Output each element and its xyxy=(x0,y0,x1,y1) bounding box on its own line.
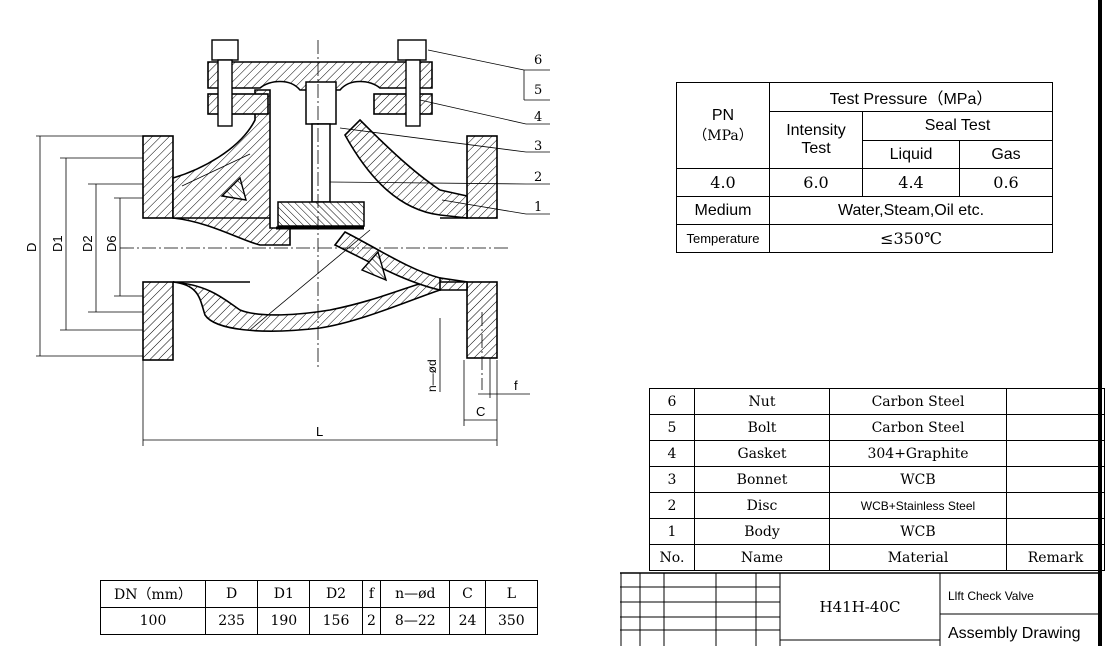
dims-value: 8—22 xyxy=(380,607,451,635)
table-row: 3 Bonnet WCB xyxy=(649,466,1105,493)
disc-assembly xyxy=(276,81,365,230)
intensity-value: 6.0 xyxy=(769,168,863,197)
dims-header: DN（mm） xyxy=(100,580,206,608)
part-name: Bolt xyxy=(694,414,830,441)
header-remark: Remark xyxy=(1006,544,1105,571)
temperature-label: Temperature xyxy=(676,224,770,253)
dim-label-f: f xyxy=(514,378,518,393)
callout-3: 3 xyxy=(534,139,542,154)
part-no: 1 xyxy=(649,518,695,545)
part-remark xyxy=(1006,518,1105,545)
part-material: Carbon Steel xyxy=(829,414,1007,441)
dims-value: 190 xyxy=(257,607,311,635)
parts-list-table: 6 Nut Carbon Steel 5 Bolt Carbon Steel 4… xyxy=(649,388,1105,571)
part-name: Body xyxy=(694,518,830,545)
drawing-border xyxy=(1098,0,1102,646)
pressure-test-table: PN （MPa） Test Pressure（MPa） Intensity Te… xyxy=(676,82,1053,253)
gas-value: 0.6 xyxy=(959,168,1053,197)
part-material: WCB xyxy=(829,466,1007,493)
model-number: H41H-40C xyxy=(820,598,901,616)
pn-value: 4.0 xyxy=(676,168,770,197)
liquid-header: Liquid xyxy=(862,140,960,169)
table-row: 6 Nut Carbon Steel xyxy=(649,388,1105,415)
part-remark xyxy=(1006,492,1105,519)
liquid-value: 4.4 xyxy=(862,168,960,197)
dims-header: D2 xyxy=(309,580,363,608)
pn-unit: （MPa） xyxy=(693,127,753,144)
dims-value: 2 xyxy=(361,607,382,635)
centerlines xyxy=(120,40,510,390)
header-material: Material xyxy=(829,544,1007,571)
dims-value: 235 xyxy=(204,607,259,635)
dim-label-d6: D6 xyxy=(104,235,119,252)
part-remark xyxy=(1006,466,1105,493)
part-material: 304+Graphite xyxy=(829,440,1007,467)
dims-header: D1 xyxy=(257,580,311,608)
dim-label-d1: D1 xyxy=(50,235,65,252)
valve-cross-section-drawing: 6 5 4 3 2 1 D D1 D2 D6 L n—ød f C xyxy=(24,39,550,446)
table-header-row: No. Name Material Remark xyxy=(649,544,1105,571)
part-no: 6 xyxy=(649,388,695,415)
seal-test-header: Seal Test xyxy=(862,111,1053,141)
table-row: 4 Gasket 304+Graphite xyxy=(649,440,1105,467)
part-material: Carbon Steel xyxy=(829,388,1007,415)
dims-header: n—ød xyxy=(380,580,451,608)
intensity-test-header: Intensity Test xyxy=(769,111,863,169)
part-remark xyxy=(1006,388,1105,415)
dims-value: 350 xyxy=(484,607,539,635)
part-no: 4 xyxy=(649,440,695,467)
dims-value: 100 xyxy=(100,607,206,635)
product-name: Llft Check Valve xyxy=(948,589,1034,603)
callout-4: 4 xyxy=(534,110,542,125)
callout-1: 1 xyxy=(534,200,542,215)
dim-label-nd: n—ød xyxy=(425,359,439,392)
dims-header: D xyxy=(204,580,259,608)
test-pressure-header: Test Pressure（MPa） xyxy=(769,82,1053,112)
pn-label: PN xyxy=(711,106,735,124)
dimensions-table: DN（mm） D D1 D2 f n—ød C L 100 235 190 15… xyxy=(100,580,539,635)
valve-body xyxy=(142,61,498,361)
title-block: H41H-40C Llft Check Valve Assembly Drawi… xyxy=(620,572,1098,646)
medium-value: Water,Steam,Oil etc. xyxy=(769,196,1053,225)
dim-label-c: C xyxy=(476,404,485,419)
callout-6: 6 xyxy=(534,53,542,68)
pn-header: PN （MPa） xyxy=(676,82,770,169)
bolts-nuts xyxy=(211,39,427,127)
part-material: WCB xyxy=(829,518,1007,545)
dims-value-row: 100 235 190 156 2 8—22 24 350 xyxy=(100,607,539,635)
drawing-type: Assembly Drawing xyxy=(948,625,1080,642)
temperature-value: ≤350℃ xyxy=(769,224,1053,253)
dims-header: C xyxy=(449,580,486,608)
part-remark xyxy=(1006,414,1105,441)
dim-label-d: D xyxy=(24,243,39,252)
table-row: 5 Bolt Carbon Steel xyxy=(649,414,1105,441)
dimension-lines xyxy=(36,49,550,446)
gas-header: Gas xyxy=(959,140,1053,169)
dim-label-l: L xyxy=(316,424,323,439)
header-name: Name xyxy=(694,544,830,571)
dims-header: L xyxy=(484,580,539,608)
part-no: 5 xyxy=(649,414,695,441)
callout-numbers: 6 5 4 3 2 1 xyxy=(534,53,542,215)
dims-value: 24 xyxy=(449,607,486,635)
callout-2: 2 xyxy=(534,170,542,185)
header-no: No. xyxy=(649,544,695,571)
medium-label: Medium xyxy=(676,196,770,225)
part-no: 3 xyxy=(649,466,695,493)
part-name: Nut xyxy=(694,388,830,415)
part-name: Bonnet xyxy=(694,466,830,493)
part-name: Disc xyxy=(694,492,830,519)
table-row: 2 Disc WCB+Stainless Steel xyxy=(649,492,1105,519)
part-remark xyxy=(1006,440,1105,467)
dims-value: 156 xyxy=(309,607,363,635)
dims-header-row: DN（mm） D D1 D2 f n—ød C L xyxy=(100,580,539,608)
dims-header: f xyxy=(361,580,382,608)
part-material: WCB+Stainless Steel xyxy=(829,492,1007,519)
part-no: 2 xyxy=(649,492,695,519)
callout-5: 5 xyxy=(534,83,542,98)
table-row: 1 Body WCB xyxy=(649,518,1105,545)
dim-label-d2: D2 xyxy=(80,235,95,252)
body-ribs xyxy=(220,176,388,282)
part-name: Gasket xyxy=(694,440,830,467)
